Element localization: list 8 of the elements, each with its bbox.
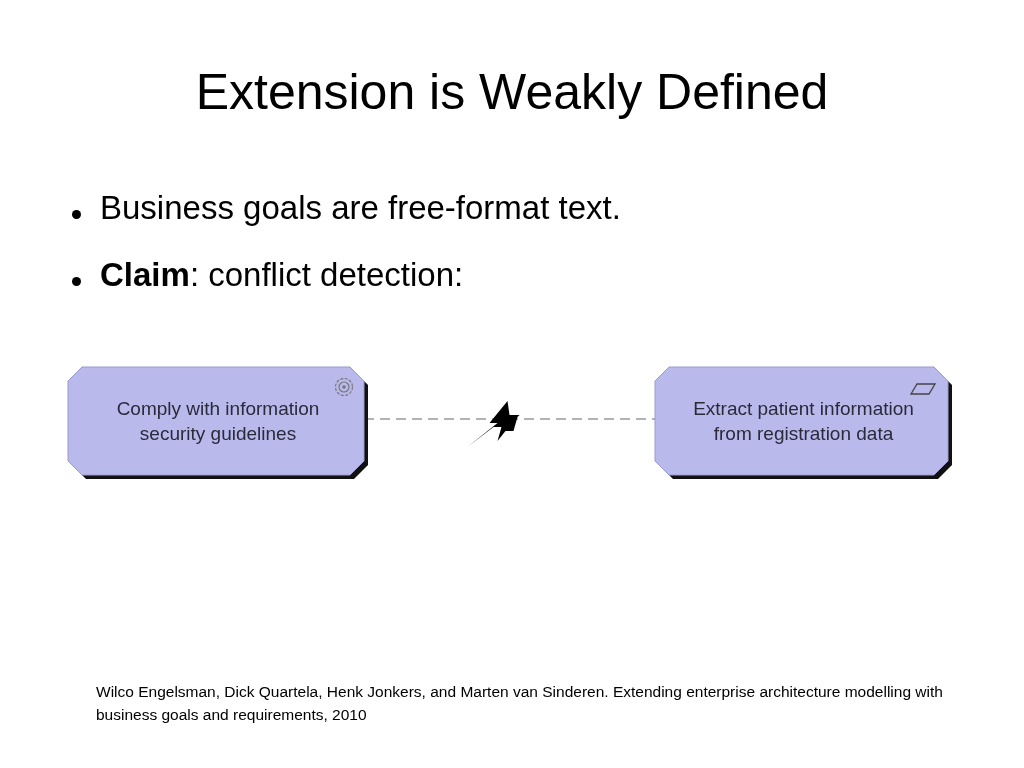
requirement-box xyxy=(655,367,952,479)
node-label: Extract patient information from registration data xyxy=(692,397,915,446)
bullet-text: Business goals are free-format text. xyxy=(100,188,621,228)
citation-text: Wilco Engelsman, Dick Quartela, Henk Jonkers, and Marten van Sinderen. Extending enterprise architecture modelling with business goals and requirements, 2010 xyxy=(96,682,944,726)
bullet-text: Claim: conflict detection: xyxy=(100,254,464,295)
slide-title: Extension is Weakly Defined xyxy=(195,63,829,122)
goal-box xyxy=(68,367,368,479)
node-label: Comply with information security guidelines xyxy=(115,397,321,446)
